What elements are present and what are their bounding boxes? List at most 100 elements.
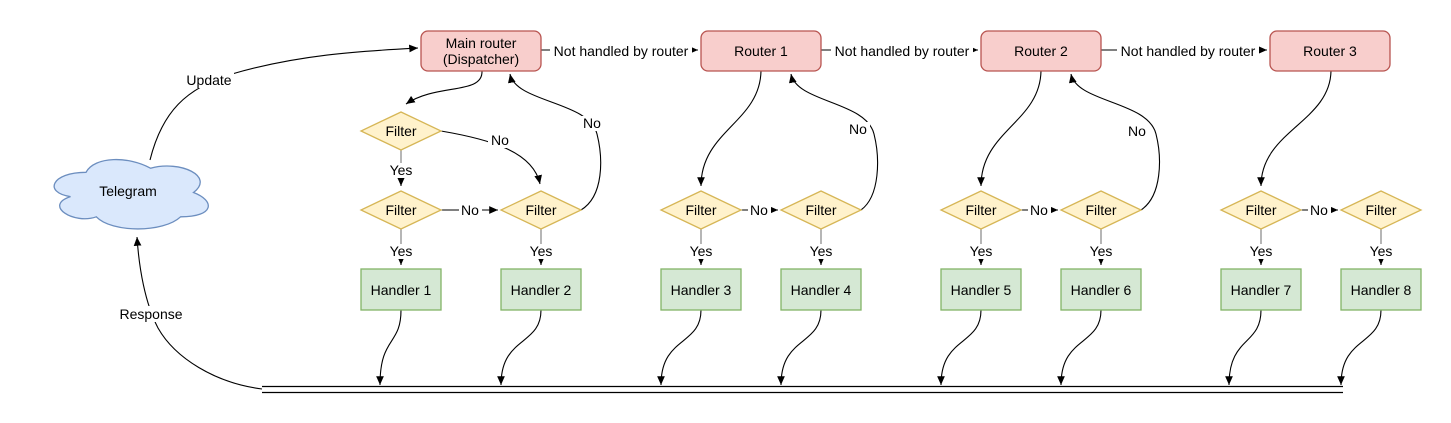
router-2-node: Router 2 [980, 30, 1102, 72]
cloud-shape [53, 158, 209, 230]
handler-box [780, 268, 862, 311]
label-bg [1087, 244, 1115, 259]
handler-label: Handler 7 [1231, 282, 1292, 298]
handler-label: Handler 2 [511, 282, 572, 298]
filter-node-main-top: Filter [359, 111, 443, 151]
label-text: Yes [810, 243, 833, 259]
edge-handler5-to-bus [937, 309, 982, 386]
label-bg [1247, 244, 1275, 259]
label-bg [527, 244, 555, 259]
label-bg [967, 244, 995, 259]
filter-node-r3-left: Filter [1219, 190, 1303, 230]
filter-diamond [499, 190, 583, 230]
handler-label: Handler 6 [1071, 282, 1132, 298]
filter-node-r2-left: Filter [939, 190, 1023, 230]
handler-3-node: Handler 3 [660, 268, 742, 311]
label-bg [488, 133, 512, 148]
handler-box [660, 268, 742, 311]
label-text: Yes [690, 243, 713, 259]
label-bg [1117, 43, 1259, 59]
label-text: No [461, 202, 479, 218]
router-2-label: Router 2 [1014, 43, 1068, 59]
handler-8-node: Handler 8 [1340, 268, 1422, 311]
label-text: No [1310, 202, 1328, 218]
label-no-return-r2: No [1125, 123, 1149, 139]
label-no-main-row: No [459, 202, 482, 218]
label-not-handled-3: Not handled by router [1117, 43, 1259, 59]
handler-box [500, 268, 582, 311]
edge-handler7-to-bus [1225, 309, 1262, 386]
label-bg [807, 244, 835, 259]
edge-handler1-to-bus [376, 309, 402, 386]
handler-label: Handler 5 [951, 282, 1012, 298]
filter-node-main-right: Filter [499, 190, 583, 230]
filter-node-r3-right: Filter [1339, 190, 1423, 230]
label-bg [1367, 244, 1395, 259]
label-text: Yes [390, 243, 413, 259]
filter-diamond [359, 111, 443, 151]
label-yes-7: Yes [1247, 243, 1275, 259]
label-yes-4: Yes [807, 243, 835, 259]
filter-node-r2-right: Filter [1059, 190, 1143, 230]
label-yes-filter-top: Yes [387, 162, 415, 178]
handler-label: Handler 4 [791, 282, 852, 298]
telegram-cloud-node: Telegram [53, 158, 209, 230]
label-bg [118, 306, 184, 322]
edge-r2-filter2-no-return [1069, 73, 1160, 211]
label-bg [831, 43, 973, 59]
label-bg [1028, 203, 1051, 217]
handler-label: Handler 3 [671, 282, 732, 298]
label-no-r2-row: No [1028, 202, 1051, 218]
edge-response [133, 236, 263, 390]
label-yes-6: Yes [1087, 243, 1115, 259]
filter-label: Filter [1365, 202, 1396, 218]
edge-filter-top-no [440, 130, 542, 185]
handler-label: Handler 1 [371, 282, 432, 298]
main-router-label-line1: Main router [446, 35, 517, 51]
handler-4-node: Handler 4 [780, 268, 862, 311]
edge-r2-to-filter [977, 70, 1042, 187]
label-yes-3: Yes [687, 243, 715, 259]
main-router-box [420, 30, 542, 72]
handler-6-node: Handler 6 [1060, 268, 1142, 311]
filter-node-r1-left: Filter [659, 190, 743, 230]
filter-label: Filter [965, 202, 996, 218]
edge-r3-to-filter [1257, 70, 1332, 187]
label-text: Not handled by router [835, 43, 970, 59]
label-not-handled-1: Not handled by router [550, 43, 692, 59]
label-no-return-main: No [580, 115, 604, 131]
label-text: No [1128, 123, 1146, 139]
filter-label: Filter [1085, 202, 1116, 218]
label-text: No [750, 202, 768, 218]
router-1-label: Router 1 [734, 43, 788, 59]
label-text: Response [119, 306, 182, 322]
filter-diamond [659, 190, 743, 230]
label-bg [846, 122, 870, 137]
handler-box [1340, 268, 1422, 311]
handler-box [1220, 268, 1302, 311]
edge-r1-filter2-no-return [789, 73, 879, 211]
label-bg [1308, 203, 1331, 217]
handler-1-node: Handler 1 [360, 268, 442, 311]
label-no-r3-row: No [1308, 202, 1331, 218]
edge-update [149, 44, 419, 161]
router-3-label: Router 3 [1303, 43, 1357, 59]
label-bg [387, 244, 415, 259]
label-bg [459, 203, 482, 217]
filter-label: Filter [385, 123, 416, 139]
handler-5-node: Handler 5 [940, 268, 1022, 311]
handler-box [940, 268, 1022, 311]
label-text: No [583, 115, 601, 131]
edge-handler4-to-bus [777, 309, 822, 386]
filter-label: Filter [805, 202, 836, 218]
filter-label: Filter [385, 202, 416, 218]
label-text: Yes [1090, 243, 1113, 259]
edge-handler2-to-bus [497, 309, 542, 386]
label-no-return-r1: No [846, 121, 870, 137]
label-update: Update [184, 72, 234, 88]
label-text: Not handled by router [554, 43, 689, 59]
label-text: Yes [1250, 243, 1273, 259]
router-1-box [700, 30, 822, 72]
router-3-box [1269, 30, 1391, 72]
